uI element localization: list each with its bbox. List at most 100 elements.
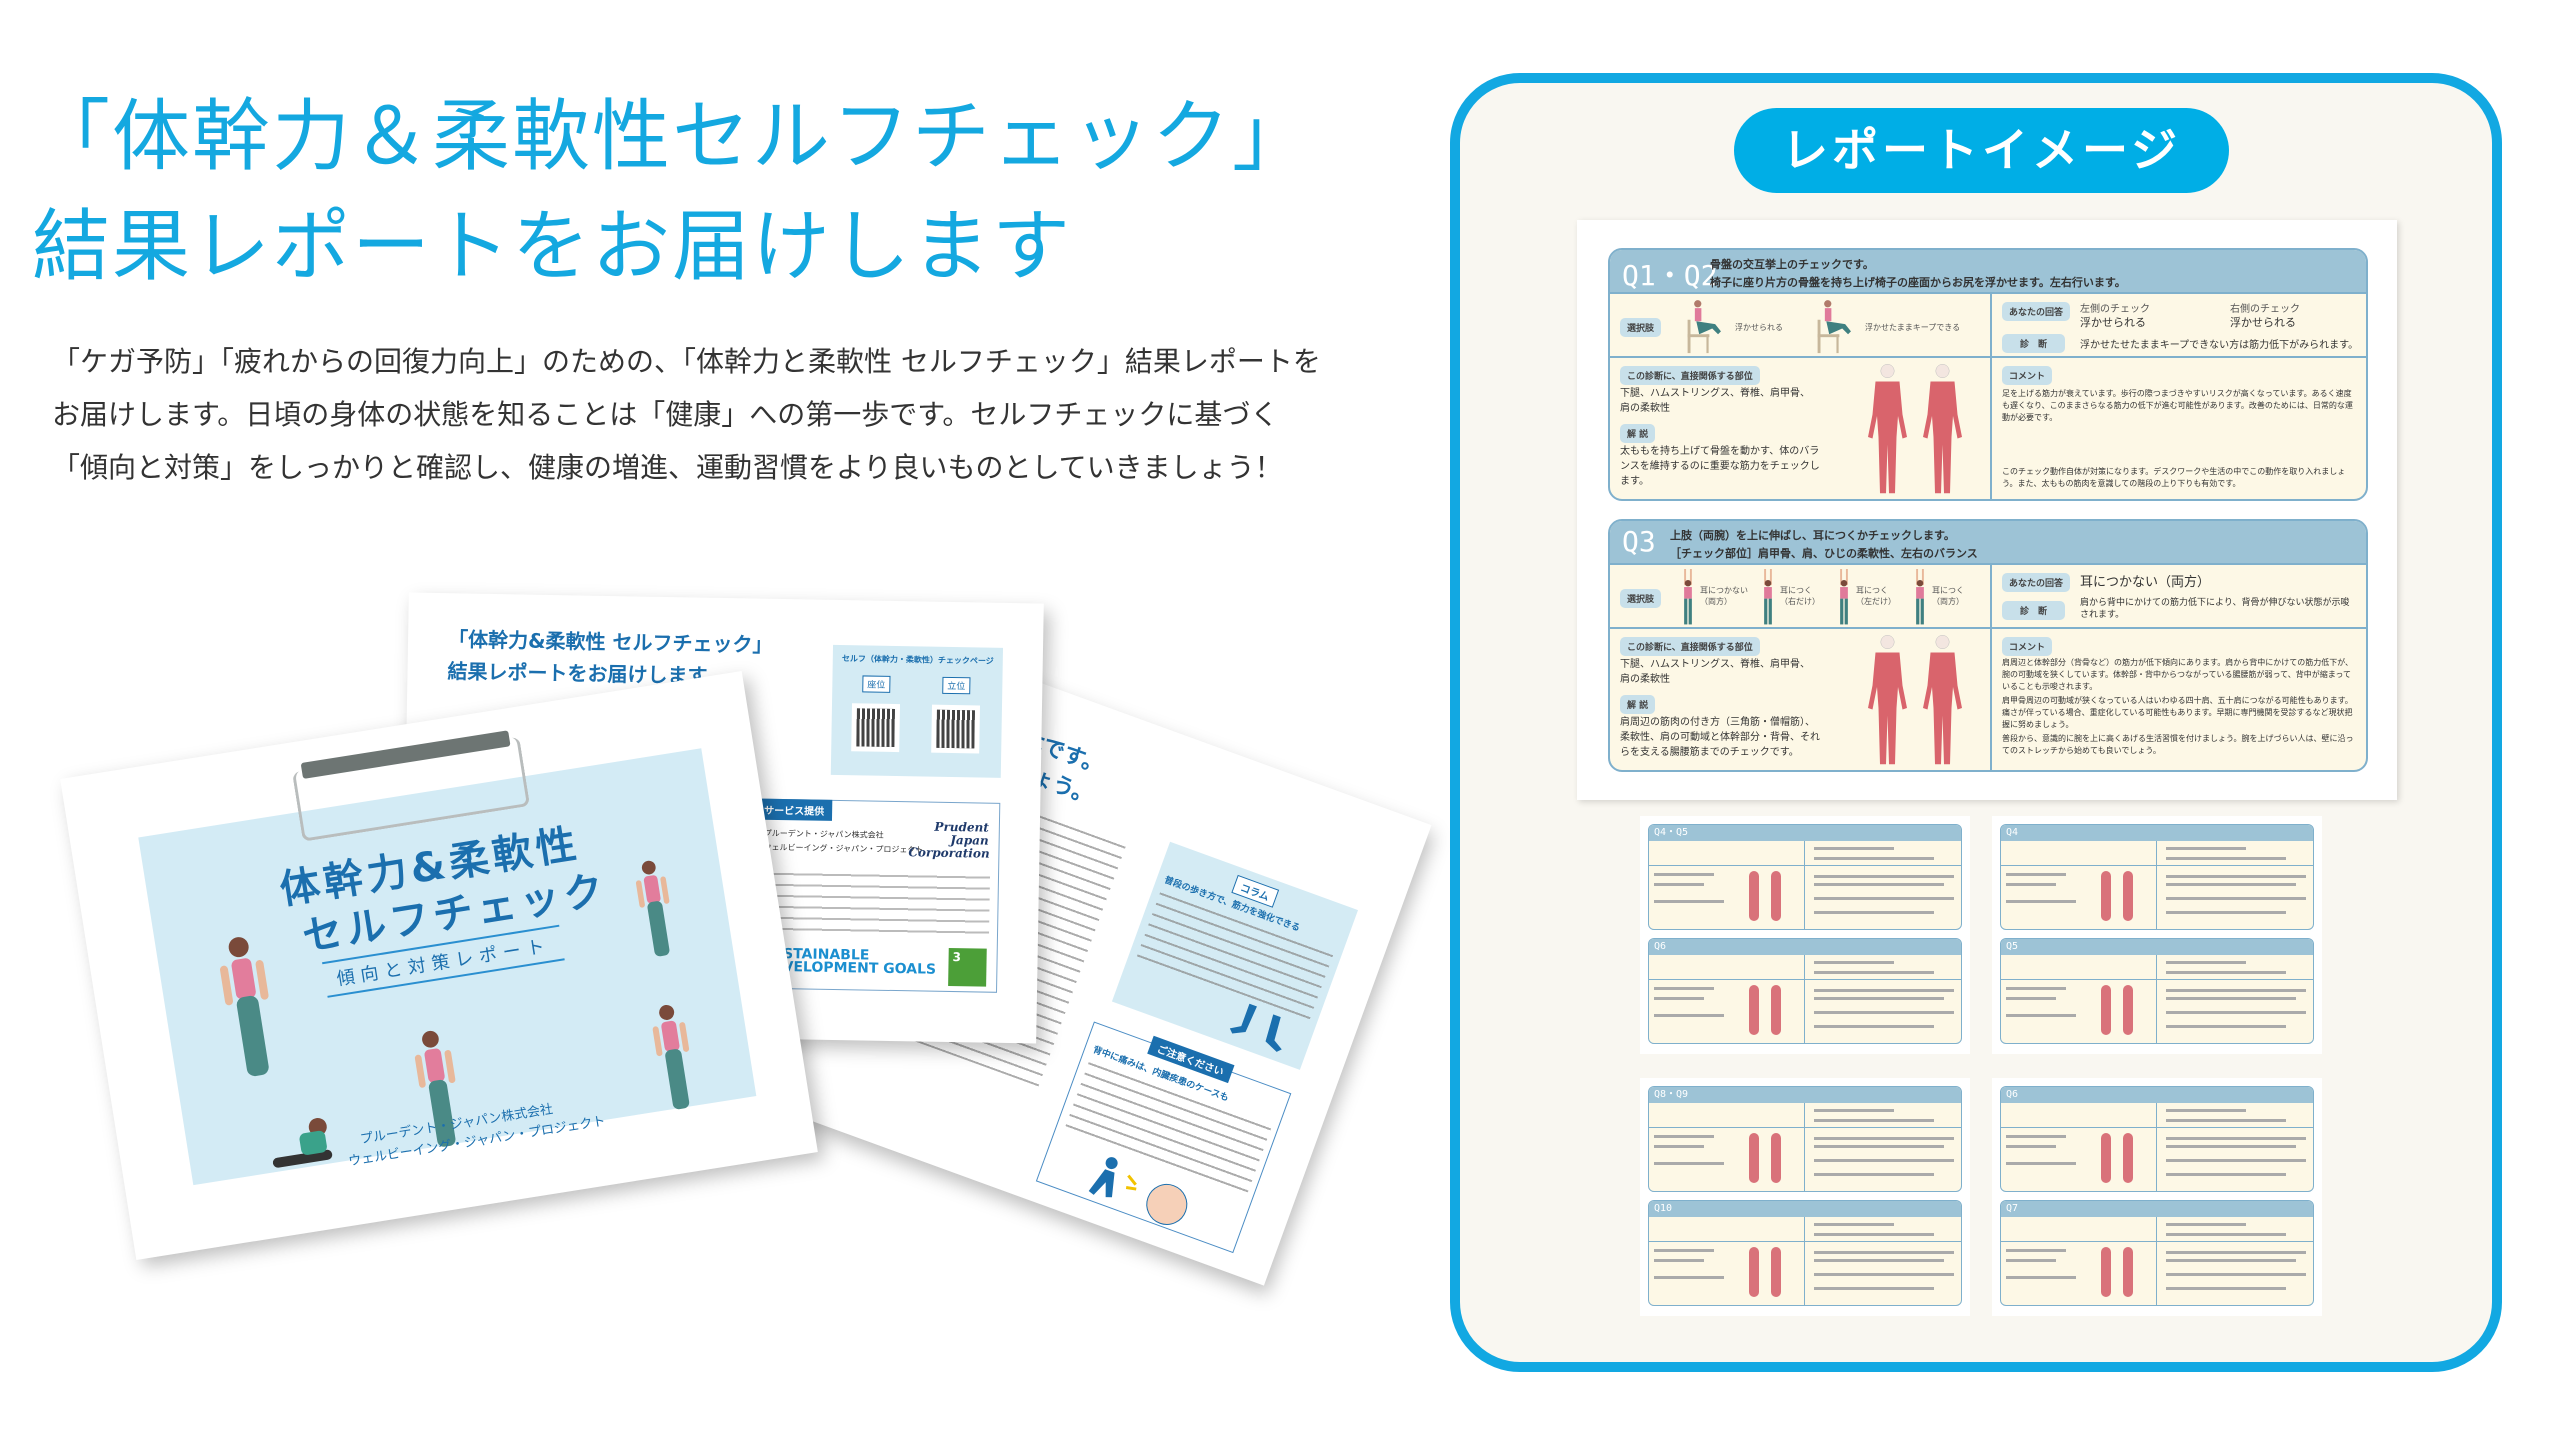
- mini-question-label: Q6: [1649, 939, 1961, 955]
- left-check-label: 左側のチェック: [2080, 304, 2150, 315]
- mini-text-line: [2006, 1145, 2056, 1148]
- mini-muscle-figure: [1749, 1247, 1759, 1297]
- mini-divider: [1649, 979, 1961, 980]
- mini-text-line: [1654, 873, 1714, 876]
- mini-divider: [2001, 865, 2313, 866]
- mini-text-line: [1814, 1025, 1934, 1028]
- qr-label-seated: 座位: [862, 675, 891, 693]
- mini-text-line: [1654, 1135, 1714, 1138]
- mini-muscle-figure: [1749, 1133, 1759, 1183]
- seated-pose-illustration: [1680, 298, 1730, 356]
- mini-question-card: Q6: [1648, 938, 1962, 1044]
- mini-question-card: Q10: [1648, 1200, 1962, 1306]
- mini-muscle-figure: [2101, 985, 2111, 1035]
- mini-muscle-figure: [1749, 985, 1759, 1035]
- mini-text-line: [1654, 1014, 1724, 1017]
- qr-code-seated[interactable]: [851, 703, 901, 753]
- mini-text-line: [1814, 1011, 1954, 1014]
- mini-text-line: [2006, 1276, 2076, 1279]
- mini-muscle-figure: [2123, 985, 2133, 1035]
- mini-text-line: [2166, 1251, 2306, 1254]
- choice-option: 耳につく（右だけ）: [1780, 586, 1820, 606]
- qr-code-standing[interactable]: [931, 704, 981, 754]
- mini-question-label: Q10: [1649, 1201, 1961, 1217]
- mini-muscle-figure: [2123, 1133, 2133, 1183]
- explanation-label: 解 説: [1620, 695, 1656, 714]
- choice-option: 耳につかない（両方）: [1700, 586, 1748, 606]
- mini-divider: [1649, 1127, 1961, 1128]
- mini-text-line: [1814, 971, 1934, 974]
- comment-text: 普段から、意識的に腕を上に高くあげる生活習慣を付けましょう。腕を上げづらい人は、…: [2002, 734, 2354, 755]
- mini-text-line: [2006, 1259, 2056, 1262]
- page-headline: 「体幹力＆柔軟性セルフチェック」 結果レポートをお届けします: [32, 82, 1312, 302]
- mini-text-line: [2166, 847, 2246, 850]
- prudent-logo: Prudent Japan Corporation: [908, 819, 990, 861]
- mini-text-line: [1654, 1249, 1714, 1252]
- comment-label: コメント: [2002, 366, 2053, 385]
- related-parts-label: この診断に、直接関係する部位: [1620, 366, 1760, 385]
- diagnosis-text: 浮かせたせたままキープできない方は筋力低下がみられます。: [2080, 340, 2359, 351]
- mini-text-line: [2166, 1145, 2296, 1148]
- muscle-back-illustration: [1920, 362, 1965, 497]
- choice-option: 耳につく（両方）: [1932, 586, 1964, 606]
- arms-up-pose-illustration: [1758, 569, 1778, 627]
- left-answer: 浮かせられる: [2080, 316, 2146, 329]
- choices-label: 選択肢: [1620, 589, 1662, 608]
- mini-text-line: [2166, 1137, 2306, 1140]
- mini-text-line: [1814, 961, 1894, 964]
- mini-question-label: Q8・Q9: [1649, 1087, 1961, 1103]
- caution-box: ご注意ください 背中に痛みは、内臓疾患のケースも: [1035, 1021, 1292, 1254]
- related-parts-label: この診断に、直接関係する部位: [1620, 637, 1760, 656]
- mini-divider: [1804, 1103, 1805, 1191]
- arms-up-pose-illustration: [1678, 569, 1698, 627]
- column-box: コラム 普段の歩き方で、筋力を強化できる: [1111, 841, 1359, 1070]
- muscle-front-illustration: [1865, 362, 1910, 497]
- mini-text-line: [1814, 989, 1954, 992]
- explanation-text: 太ももを持ち上げて骨盤を動かす、体のバランスを維持するのに重要な筋力をチェックし…: [1620, 446, 1820, 487]
- mini-text-line: [2166, 1287, 2286, 1290]
- mini-text-line: [2166, 1273, 2306, 1276]
- column-divider: [1990, 565, 1992, 770]
- mini-muscle-figure: [1749, 871, 1759, 921]
- mini-question-label: Q6: [2001, 1087, 2313, 1103]
- question-title-2: 椅子に座り片方の骨盤を持ち上げ椅子の座面からお尻を浮かせます。左右行います。: [1710, 276, 2126, 289]
- choices-row: 選択肢 浮かせられる 浮かせたままキープできる あなたの回答 左側のチェック 浮…: [1610, 294, 2366, 358]
- report-sample-page: Q1・Q2 骨盤の交互挙上のチェックです。 椅子に座り片方の骨盤を持ち上げ椅子の…: [1577, 220, 2397, 800]
- mini-divider: [1804, 841, 1805, 929]
- sitting-stretch-illustration: [272, 1117, 333, 1168]
- question-title-2: ［チェック部位］肩甲骨、肩、ひじの柔軟性、左右のバランス: [1670, 547, 1978, 560]
- mini-text-line: [1814, 875, 1954, 878]
- related-parts-text: 下腿、ハムストリングス、脊椎、肩甲骨、肩の柔軟性: [1620, 388, 1810, 414]
- intro-line: お届けします。日頃の身体の状態を知ることは「健康」への第一歩です。セルフチェック…: [52, 398, 1279, 431]
- comment-text: 足を上げる筋力が衰えています。歩行の際つまづきやすいリスクが高くなっています。あ…: [2002, 389, 2353, 422]
- mini-text-line: [2166, 961, 2246, 964]
- mini-text-line: [1654, 1145, 1704, 1148]
- mini-question-card: Q8・Q9: [1648, 1086, 1962, 1192]
- comment-label: コメント: [2002, 637, 2053, 656]
- inner-title-1: 「体幹力&柔軟性 セルフチェック」: [447, 627, 773, 657]
- diagnosis-text: 肩から背中にかけての筋力低下により、背骨が伸びない状態が示唆されます。: [2080, 598, 2350, 620]
- muscle-back-illustration: [1920, 633, 1965, 768]
- question-title-1: 骨盤の交互挙上のチェックです。: [1710, 258, 1874, 271]
- muscle-front-illustration: [1865, 633, 1910, 768]
- mini-text-line: [1814, 1251, 1954, 1254]
- question-header: Q1・Q2 骨盤の交互挙上のチェックです。 椅子に座り片方の骨盤を持ち上げ椅子の…: [1610, 250, 2366, 294]
- mini-text-line: [2166, 1259, 2296, 1262]
- mini-text-line: [2006, 997, 2056, 1000]
- mini-text-line: [2166, 1011, 2306, 1014]
- mini-text-line: [2166, 1173, 2286, 1176]
- your-answer-label: あなたの回答: [2002, 573, 2071, 592]
- mini-divider: [2001, 1127, 2313, 1128]
- mini-divider: [1649, 1241, 1961, 1242]
- mini-divider: [2156, 955, 2157, 1043]
- mini-text-line: [2006, 1135, 2066, 1138]
- mini-text-line: [1814, 1273, 1954, 1276]
- choice-option: 耳につく（左だけ）: [1856, 586, 1896, 606]
- mini-text-line: [2166, 989, 2306, 992]
- headline-line-2: 結果レポートをお届けします: [32, 202, 1073, 292]
- mini-muscle-figure: [1771, 1133, 1781, 1183]
- mini-muscle-figure: [2123, 871, 2133, 921]
- qr-code-box: セルフ（体幹力・柔軟性）チェックページ 座位 立位: [830, 644, 1004, 778]
